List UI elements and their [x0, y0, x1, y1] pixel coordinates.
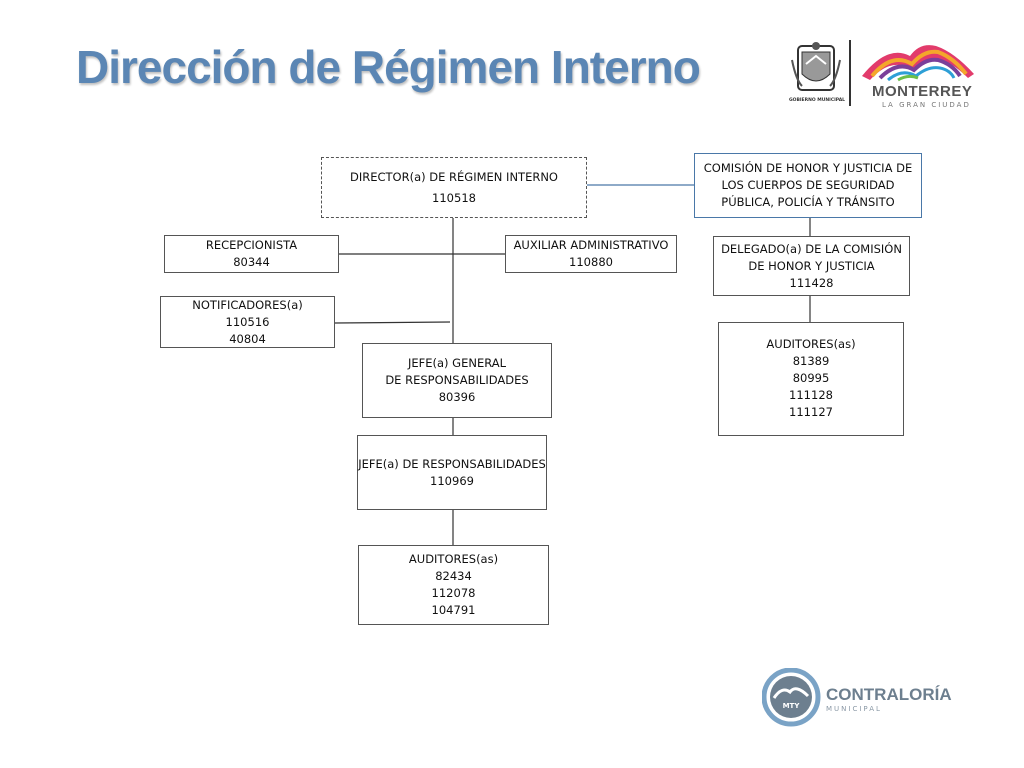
- org-box-jefe-general: JEFE(a) GENERAL DE RESPONSABILIDADES 803…: [362, 343, 552, 418]
- auxiliar-number: 110880: [569, 255, 613, 269]
- auditores-left-number: 104791: [431, 603, 476, 617]
- org-box-jefe: JEFE(a) DE RESPONSABILIDADES 110969: [357, 435, 547, 510]
- municipal-seal-logo: GOBIERNO MUNICIPAL: [786, 40, 846, 108]
- jefe-title: JEFE(a) DE RESPONSABILIDADES: [358, 457, 546, 471]
- jefe-general-number: 80396: [438, 390, 476, 404]
- recepcionista-title: RECEPCIONISTA: [205, 238, 298, 252]
- auditores-right-number: 111128: [789, 388, 833, 402]
- delegado-title: DELEGADO(a) DE LA COMISIÓN: [721, 241, 902, 256]
- contraloria-logo: MTY CONTRALORÍA MUNICIPAL: [762, 668, 962, 728]
- monterrey-brand-name: MONTERREY: [872, 83, 973, 100]
- line-notificadores: [334, 321, 451, 324]
- delegado-number: 111428: [789, 275, 834, 290]
- notificadores-number: 110516: [225, 314, 270, 329]
- jefe-general-title: JEFE(a) GENERAL: [407, 356, 507, 370]
- auxiliar-title: AUXILIAR ADMINISTRATIVO: [513, 238, 669, 252]
- auditores-right-title: AUDITORES(as): [766, 337, 856, 351]
- org-box-notificadores: NOTIFICADORES(a) 110516 40804: [160, 296, 335, 348]
- monterrey-tagline: LA GRAN CIUDAD: [882, 101, 971, 109]
- comision-title: PÚBLICA, POLICÍA Y TRÁNSITO: [721, 195, 895, 209]
- auditores-right-number: 80995: [792, 371, 830, 385]
- recepcionista-number: 80344: [233, 255, 270, 269]
- org-box-recepcionista: RECEPCIONISTA 80344: [164, 235, 339, 273]
- comision-title: LOS CUERPOS DE SEGURIDAD: [721, 178, 895, 192]
- notificadores-title: NOTIFICADORES(a): [192, 297, 303, 312]
- contraloria-brand-name: CONTRALORÍA: [826, 685, 952, 704]
- comision-title: COMISIÓN DE HONOR Y JUSTICIA DE: [703, 161, 913, 175]
- org-box-director: DIRECTOR(a) DE RÉGIMEN INTERNO 110518: [321, 157, 587, 218]
- page-title: Dirección de Régimen Interno: [76, 41, 701, 93]
- mountain-icon: [862, 45, 974, 82]
- contraloria-badge-text: MTY: [782, 702, 800, 710]
- auditores-left-number: 112078: [431, 586, 476, 600]
- org-box-auditores-right: AUDITORES(as) 81389 80995 111128 111127: [718, 322, 904, 436]
- org-box-auxiliar: AUXILIAR ADMINISTRATIVO 110880: [505, 235, 677, 273]
- jefe-general-title: DE RESPONSABILIDADES: [385, 373, 529, 387]
- monterrey-logo: MONTERREY LA GRAN CIUDAD: [858, 38, 978, 110]
- contraloria-badge-icon: [762, 668, 821, 727]
- jefe-number: 110969: [430, 474, 474, 488]
- notificadores-number: 40804: [229, 331, 266, 346]
- auditores-right-number: 81389: [792, 354, 830, 368]
- seal-caption: GOBIERNO MUNICIPAL: [788, 98, 846, 103]
- seal-icon: [791, 42, 841, 91]
- org-box-comision: COMISIÓN DE HONOR Y JUSTICIA DE LOS CUER…: [694, 153, 922, 218]
- delegado-title: DE HONOR Y JUSTICIA: [748, 258, 875, 273]
- contraloria-brand-sub: MUNICIPAL: [826, 705, 882, 713]
- auditores-left-number: 82434: [435, 569, 472, 583]
- logo-divider: [849, 40, 851, 106]
- auditores-left-title: AUDITORES(as): [408, 552, 499, 566]
- director-title: DIRECTOR(a) DE RÉGIMEN INTERNO: [350, 169, 558, 184]
- org-box-delegado: DELEGADO(a) DE LA COMISIÓN DE HONOR Y JU…: [713, 236, 910, 296]
- auditores-right-number: 111127: [789, 405, 833, 419]
- org-box-auditores-left: AUDITORES(as) 82434 112078 104791: [358, 545, 549, 625]
- director-number: 110518: [432, 190, 476, 205]
